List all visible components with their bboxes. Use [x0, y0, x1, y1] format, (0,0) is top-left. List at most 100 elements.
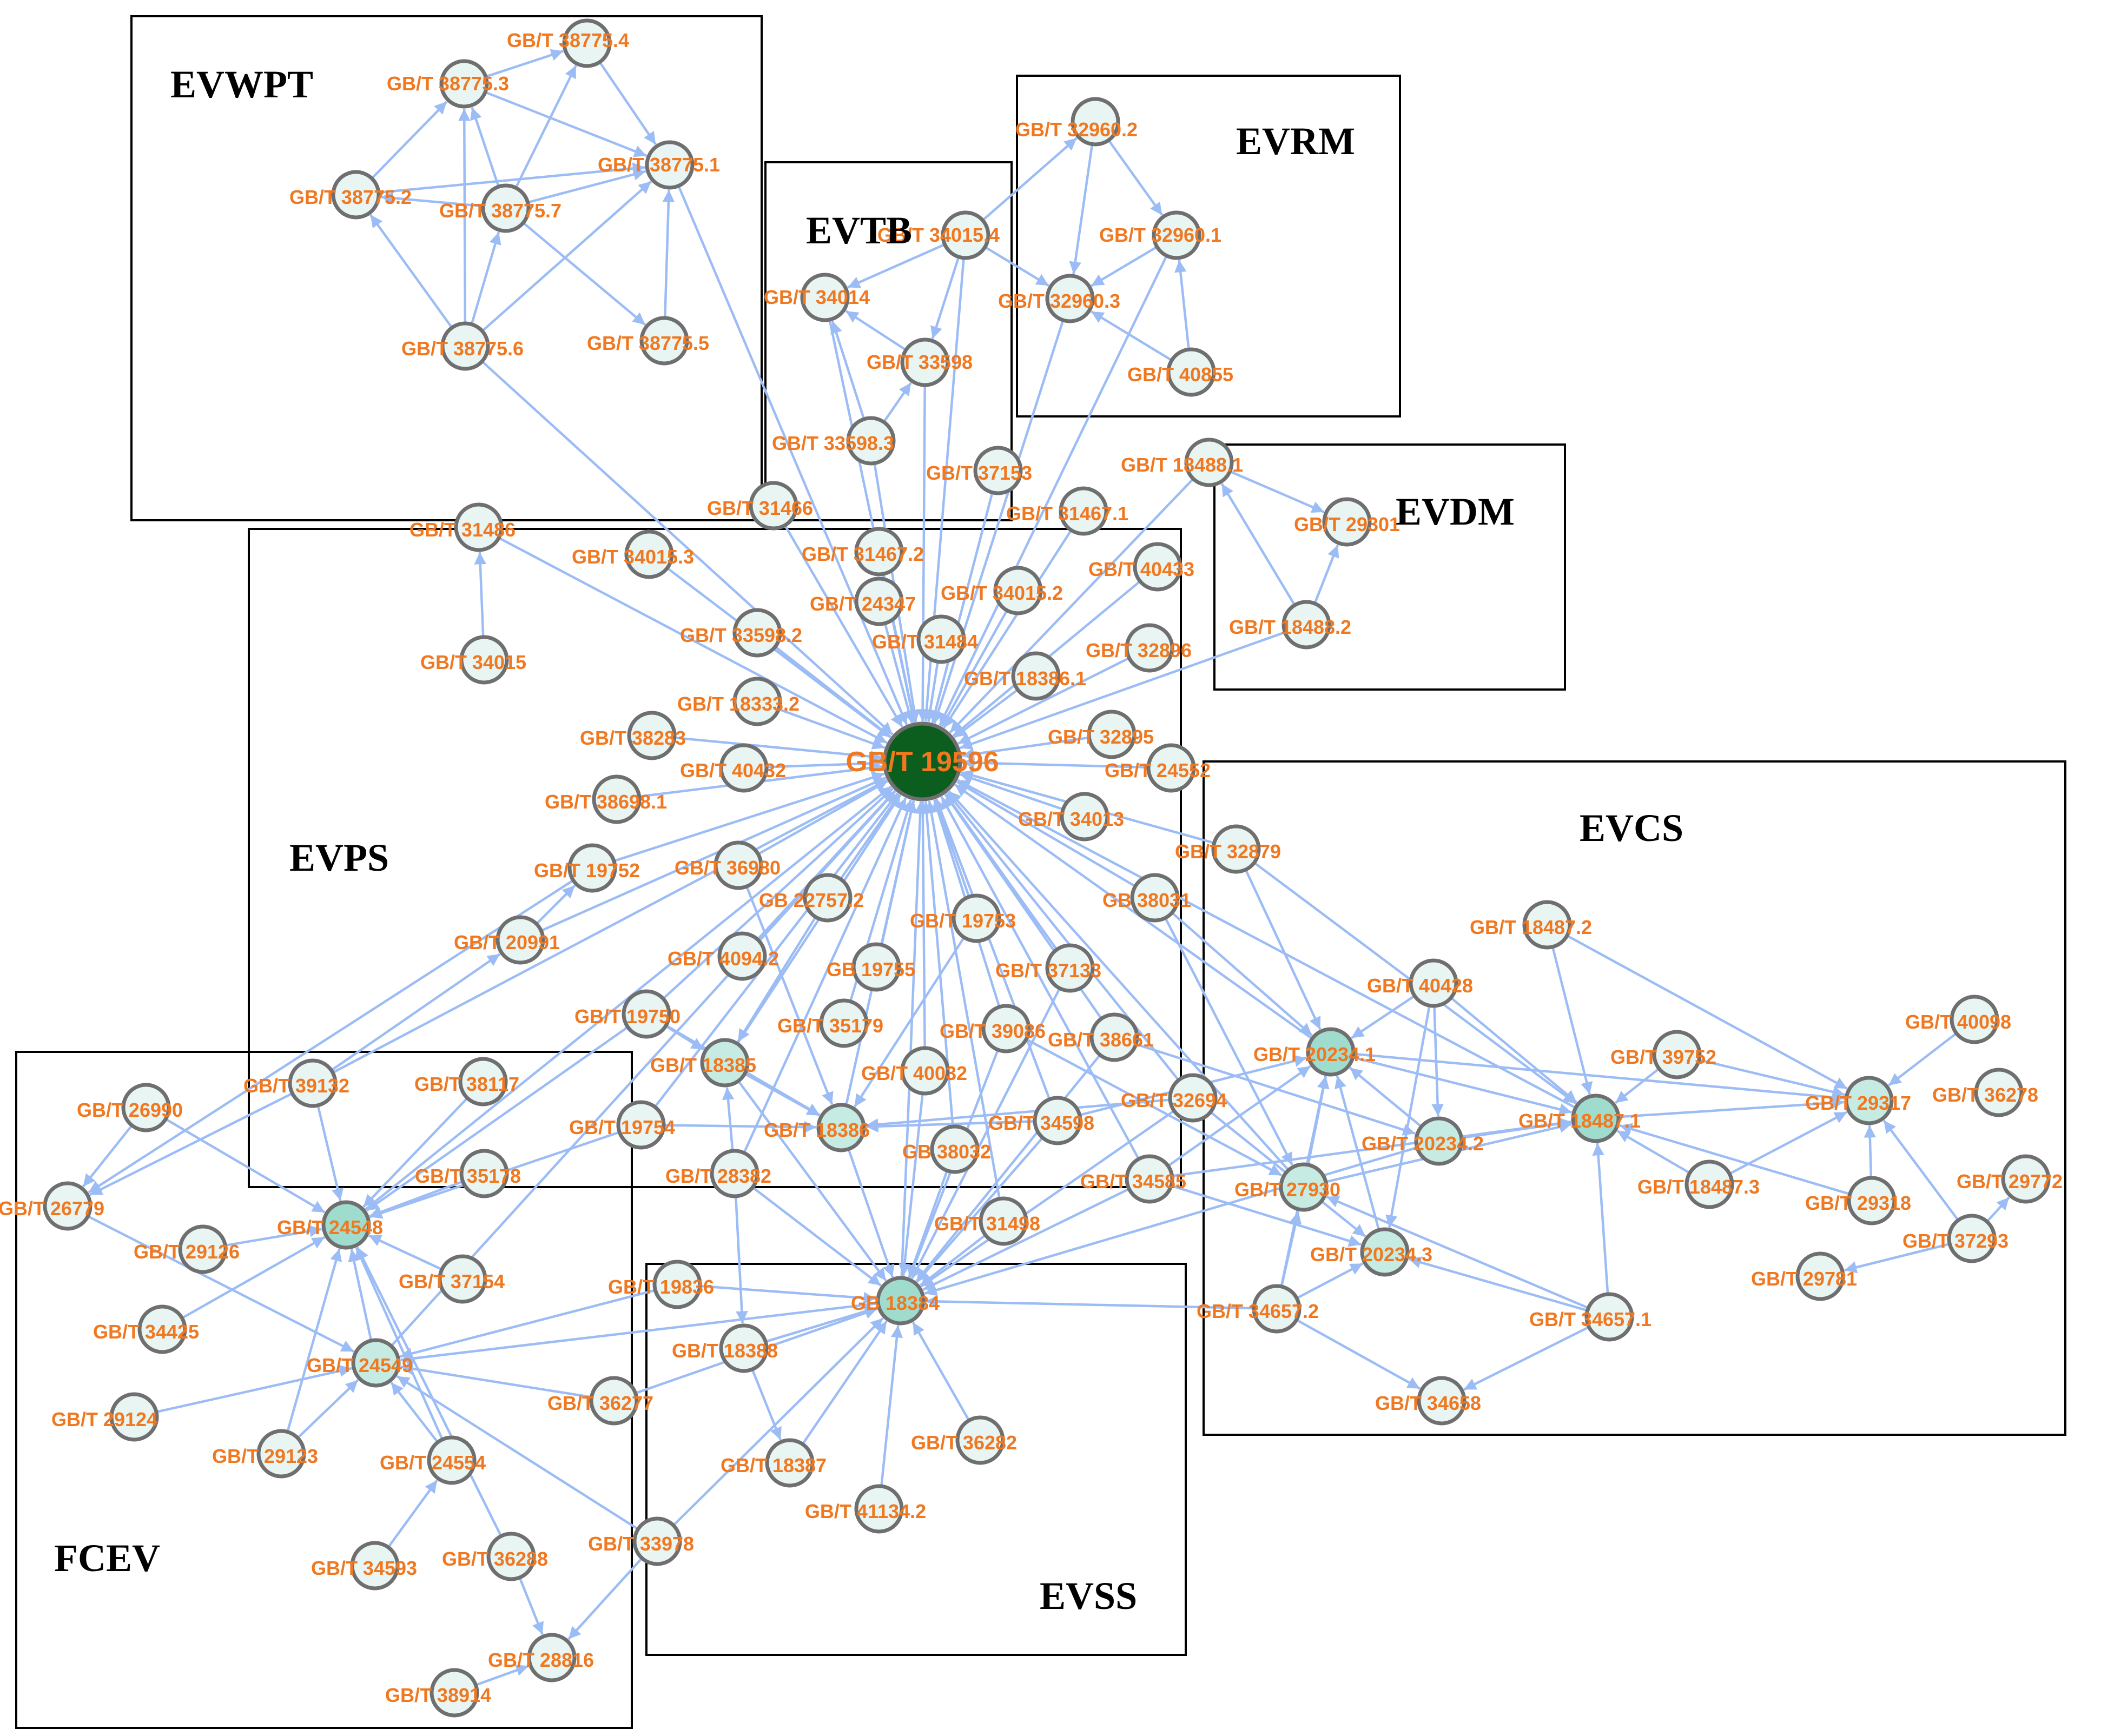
node-29123[interactable]: GB/T 29123 — [212, 1429, 318, 1479]
node-39132[interactable]: GB/T 39132 — [243, 1058, 349, 1108]
node-33598_3[interactable]: GB/T 33598.3 — [772, 416, 896, 466]
node-19755[interactable]: GB 19755 — [827, 942, 915, 992]
node-29124[interactable]: GB/T 29124 — [51, 1392, 159, 1442]
node-24347[interactable]: GB/T 24347 — [810, 577, 916, 626]
node-37153[interactable]: GB/T 37153 — [926, 446, 1032, 495]
node-18388[interactable]: GB/T 18388 — [672, 1323, 778, 1373]
node-36282[interactable]: GB/T 36282 — [911, 1415, 1017, 1465]
node-32960_1[interactable]: GB/T 32960.1 — [1099, 210, 1221, 260]
node-33978[interactable]: GB/T 33978 — [588, 1516, 694, 1566]
node-32879[interactable]: GB/T 32879 — [1175, 824, 1281, 874]
node-20234_1[interactable]: GB/T 20234.1 — [1253, 1027, 1376, 1077]
node-38775_7[interactable]: GB/T 38775.7 — [439, 183, 561, 233]
node-20234_3[interactable]: GB/T 20234.3 — [1310, 1227, 1432, 1277]
node-34013[interactable]: GB/T 34013 — [1018, 792, 1124, 842]
node-37154[interactable]: GB/T 37154 — [399, 1254, 505, 1304]
node-36278[interactable]: GB/T 36278 — [1932, 1068, 2038, 1117]
node-38775_6[interactable]: GB/T 38775.6 — [401, 321, 524, 371]
node-39752[interactable]: GB/T 39752 — [1610, 1030, 1716, 1079]
node-40433[interactable]: GB/T 40433 — [1088, 542, 1194, 592]
node-20991[interactable]: GB/T 20991 — [454, 915, 560, 965]
node-31484[interactable]: GB/T 31484 — [872, 614, 978, 664]
node-19753[interactable]: GB/T 19753 — [910, 893, 1016, 943]
node-18487_1[interactable]: GB/T 18487.1 — [1518, 1094, 1641, 1143]
node-36277[interactable]: GB/T 36277 — [547, 1376, 653, 1426]
node-24554[interactable]: GB/T 24554 — [380, 1435, 486, 1485]
node-35178[interactable]: GB/T 35178 — [415, 1149, 521, 1198]
node-32895[interactable]: GB/T 32895 — [1048, 710, 1154, 759]
node-18333_2[interactable]: GB/T 18333.2 — [677, 677, 800, 726]
node-31467_2[interactable]: GB/T 31467.2 — [802, 527, 924, 577]
node-38031[interactable]: GB 38031 — [1102, 873, 1191, 923]
node-34657_2[interactable]: GB/T 34657.2 — [1197, 1284, 1319, 1334]
node-28816[interactable]: GB/T 28816 — [488, 1633, 594, 1682]
node-40428[interactable]: GB/T 40428 — [1367, 958, 1473, 1008]
node-40032[interactable]: GB/T 40032 — [861, 1046, 967, 1096]
node-31466[interactable]: GB/T 31466 — [707, 481, 813, 531]
node-34015_4[interactable]: GB/T 34015.4 — [877, 210, 1000, 260]
node-18488_2[interactable]: GB/T 18488.2 — [1229, 600, 1351, 650]
node-32960_2[interactable]: GB/T 32960.2 — [1015, 97, 1138, 147]
node-20234_2[interactable]: GB/T 20234.2 — [1362, 1116, 1484, 1166]
node-22757_2[interactable]: GB 22757.2 — [759, 873, 864, 923]
node-39086[interactable]: GB/T 39086 — [940, 1004, 1046, 1053]
node-34657_1[interactable]: GB/T 34657.1 — [1529, 1292, 1651, 1342]
node-36288[interactable]: GB/T 36288 — [442, 1532, 548, 1581]
node-29301[interactable]: GB/T 29301 — [1294, 497, 1400, 547]
node-28382[interactable]: GB/T 28382 — [665, 1149, 771, 1198]
node-37293[interactable]: GB/T 37293 — [1902, 1214, 2009, 1263]
node-34015_3[interactable]: GB/T 34015.3 — [572, 529, 694, 579]
node-24549[interactable]: GB/T 24549 — [307, 1338, 413, 1388]
node-27930[interactable]: GB/T 27930 — [1234, 1162, 1340, 1212]
node-38283[interactable]: GB/T 38283 — [580, 711, 686, 760]
node-29781[interactable]: GB/T 29781 — [1751, 1251, 1857, 1301]
node-34425[interactable]: GB/T 34425 — [93, 1304, 199, 1354]
node-38117[interactable]: GB/T 38117 — [414, 1057, 519, 1106]
node-29317[interactable]: GB/T 29317 — [1805, 1076, 1911, 1125]
node-19836[interactable]: GB/T 19836 — [608, 1260, 714, 1309]
node-34598[interactable]: GB/T 34598 — [988, 1096, 1094, 1145]
node-19754[interactable]: GB/T 19754 — [569, 1100, 675, 1150]
node-38775_3[interactable]: GB/T 38775.3 — [387, 59, 509, 109]
node-38775_1[interactable]: GB/T 38775.1 — [598, 140, 720, 190]
node-18487_3[interactable]: GB/T 18487.3 — [1637, 1159, 1760, 1209]
node-38661[interactable]: GB/T 38661 — [1048, 1012, 1154, 1062]
node-32960_3[interactable]: GB/T 32960.3 — [998, 274, 1120, 323]
node-34014[interactable]: GB/T 34014 — [764, 273, 870, 322]
node-26990[interactable]: GB/T 26990 — [77, 1083, 183, 1132]
node-38698_1[interactable]: GB/T 38698.1 — [545, 774, 667, 824]
node-18384[interactable]: GB 18384 — [851, 1276, 940, 1326]
node-31486[interactable]: GB/T 31486 — [409, 502, 516, 552]
node-18488_1[interactable]: GB/T 18488.1 — [1121, 438, 1243, 487]
node-32694[interactable]: GB/T 32694 — [1121, 1073, 1227, 1123]
node-38914[interactable]: GB/T 38914 — [385, 1668, 491, 1718]
node-38775_2[interactable]: GB/T 38775.2 — [289, 170, 412, 220]
node-29126[interactable]: GB/T 29126 — [134, 1224, 240, 1274]
node-18385[interactable]: GB/T 18385 — [650, 1038, 756, 1088]
node-18386[interactable]: GB/T 18386 — [764, 1103, 870, 1152]
node-40098[interactable]: GB/T 40098 — [1905, 995, 2011, 1044]
node-35179[interactable]: GB/T 35179 — [777, 998, 883, 1048]
node-4094_2[interactable]: GB/T 4094.2 — [668, 931, 779, 981]
node-34015[interactable]: GB/T 34015 — [420, 635, 526, 685]
node-41134_2[interactable]: GB/T 41134.2 — [805, 1484, 926, 1534]
node-31467_1[interactable]: GB/T 31467.1 — [1006, 486, 1128, 536]
node-24548[interactable]: GB/T 24548 — [277, 1200, 383, 1250]
node-40855[interactable]: GB/T 40855 — [1127, 347, 1233, 397]
node-19596[interactable]: GB/T 19596 — [845, 721, 999, 801]
node-29772[interactable]: GB/T 29772 — [1957, 1154, 2063, 1204]
node-18487_2[interactable]: GB/T 18487.2 — [1470, 900, 1592, 950]
node-19750[interactable]: GB/T 19750 — [574, 989, 681, 1039]
node-34015_2[interactable]: GB/T 34015.2 — [941, 566, 1063, 615]
node-36980[interactable]: GB/T 36980 — [675, 840, 781, 890]
node-18386_1[interactable]: GB/T 18386.1 — [964, 651, 1086, 701]
node-24552[interactable]: GB/T 24552 — [1105, 743, 1211, 793]
node-34585[interactable]: GB/T 34585 — [1080, 1154, 1186, 1204]
node-34593[interactable]: GB/T 34593 — [311, 1541, 417, 1591]
node-38775_5[interactable]: GB/T 38775.5 — [587, 316, 709, 366]
node-32896[interactable]: GB/T 32896 — [1086, 623, 1192, 673]
node-18387[interactable]: GB/T 18387 — [721, 1438, 827, 1488]
node-19752[interactable]: GB/T 19752 — [534, 843, 640, 893]
node-29318[interactable]: GB/T 29318 — [1805, 1176, 1911, 1225]
node-26779[interactable]: GB/T 26779 — [0, 1181, 104, 1231]
